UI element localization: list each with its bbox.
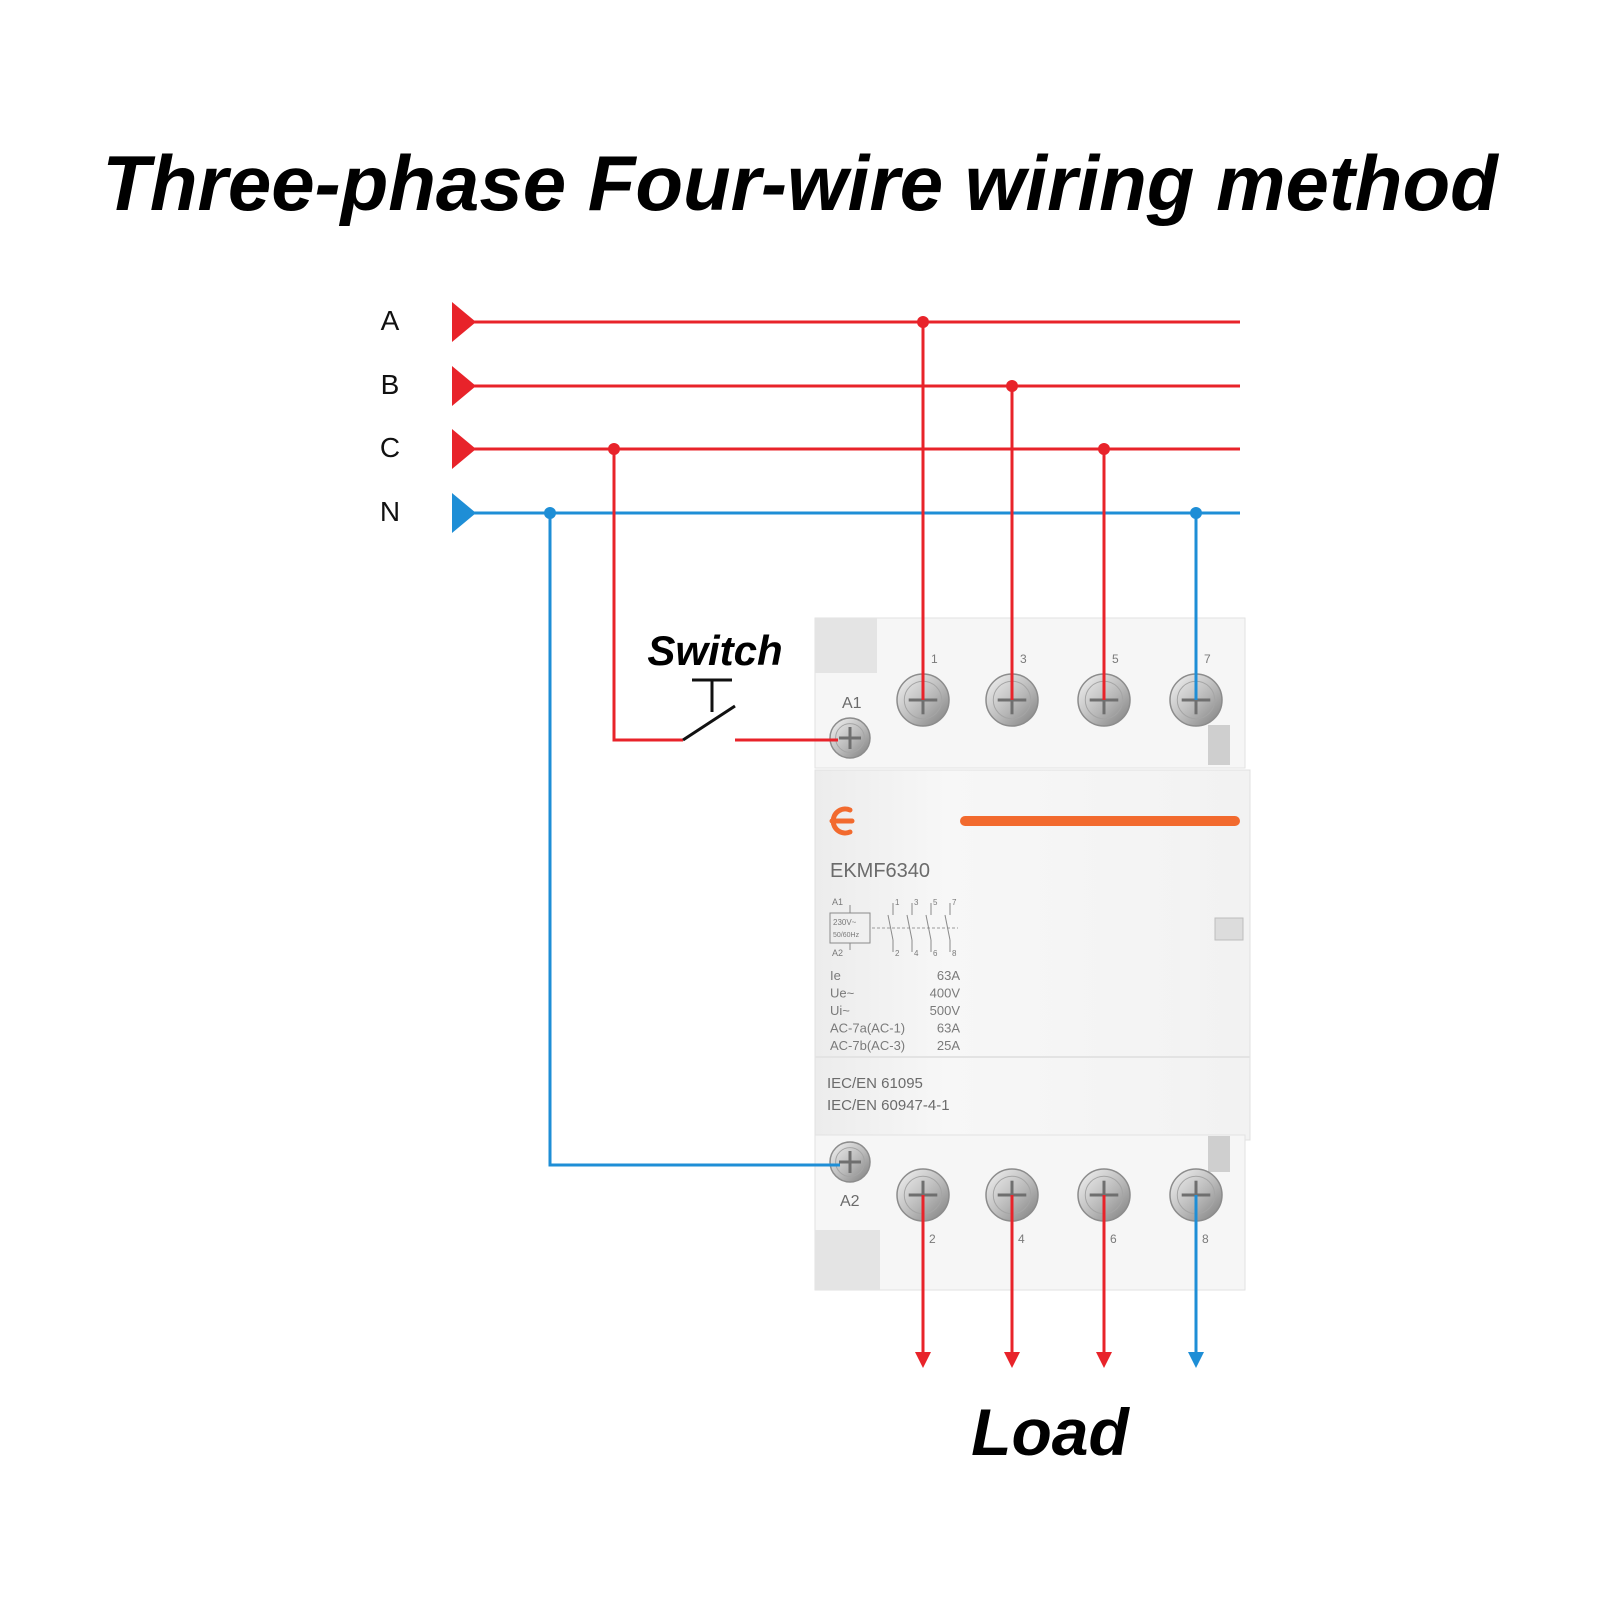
bottom-terminal-number: 8 bbox=[1202, 1232, 1209, 1246]
model-label: EKMF6340 bbox=[830, 860, 930, 882]
top-terminal-number: 1 bbox=[931, 652, 938, 666]
load-arrow-3 bbox=[1096, 1352, 1112, 1368]
spec-name: Ui~ bbox=[830, 1003, 850, 1018]
spec-value: 400V bbox=[930, 986, 961, 1001]
spec-table: Ie 63A Ue~ 400V Ui~ 500V AC-7a(AC-1) 63A AC-7b(A… bbox=[830, 968, 960, 1053]
junction-c bbox=[1098, 443, 1110, 455]
contactor-device: EKMF6340 A1 A2 230V~ 50/60Hz 1 3 5 7 2 4 6 8 Ie… bbox=[814, 617, 1251, 1291]
coil-terminal-a1-label: A1 bbox=[842, 695, 862, 712]
spec-name: AC-7a(AC-1) bbox=[830, 1021, 905, 1036]
bottom-terminal-number: 4 bbox=[1018, 1232, 1025, 1246]
schematic-a1: A1 bbox=[832, 897, 843, 907]
standard-1: IEC/EN 61095 bbox=[827, 1075, 923, 1092]
schematic-rating-voltage: 230V~ bbox=[833, 918, 857, 927]
junction-n-control bbox=[544, 507, 556, 519]
bottom-left-notch bbox=[815, 1230, 880, 1290]
coil-screw-a1 bbox=[829, 717, 871, 759]
bottom-right-slot bbox=[1208, 1136, 1230, 1172]
spec-value: 63A bbox=[937, 1021, 960, 1036]
phase-label-b: B bbox=[381, 369, 400, 400]
schematic-bottom-number: 6 bbox=[933, 949, 938, 958]
junction-a bbox=[917, 316, 929, 328]
phase-label-n: N bbox=[380, 496, 400, 527]
device-front-panel bbox=[814, 769, 1251, 1141]
indicator-bar bbox=[960, 816, 1240, 826]
spec-name: Ie bbox=[830, 968, 841, 983]
load-arrow-1 bbox=[915, 1352, 931, 1368]
phase-label-c: C bbox=[380, 432, 400, 463]
schematic-top-number: 1 bbox=[895, 898, 900, 907]
coil-screw-a2 bbox=[829, 1141, 871, 1183]
top-right-slot bbox=[1208, 725, 1230, 765]
phase-arrow-c bbox=[452, 429, 476, 469]
wire-n-to-a2 bbox=[548, 513, 840, 1167]
schematic-top-number: 3 bbox=[914, 898, 919, 907]
junction-c-control bbox=[608, 443, 620, 455]
schematic-a2: A2 bbox=[832, 948, 843, 958]
top-terminal-number: 7 bbox=[1204, 652, 1211, 666]
spec-value: 25A bbox=[937, 1038, 960, 1053]
top-left-notch bbox=[815, 618, 877, 673]
phase-arrow-n bbox=[452, 493, 476, 533]
push-button-switch: Switch bbox=[647, 627, 783, 742]
phase-label-a: A bbox=[381, 305, 400, 336]
top-terminal-number: 5 bbox=[1112, 652, 1119, 666]
diagram-title: Three-phase Four-wire wiring method bbox=[102, 139, 1499, 227]
schematic-top-number: 5 bbox=[933, 898, 938, 907]
phase-arrow-a bbox=[452, 302, 476, 342]
schematic-rating-frequency: 50/60Hz bbox=[833, 932, 860, 939]
status-window bbox=[1214, 917, 1244, 941]
switch-label: Switch bbox=[647, 627, 782, 674]
load-label: Load bbox=[971, 1395, 1130, 1469]
schematic-bottom-number: 2 bbox=[895, 949, 900, 958]
spec-name: AC-7b(AC-3) bbox=[830, 1038, 905, 1053]
spec-value: 500V bbox=[930, 1003, 961, 1018]
bottom-terminal-number: 6 bbox=[1110, 1232, 1117, 1246]
schematic-top-number: 7 bbox=[952, 898, 957, 907]
load-arrow-4 bbox=[1188, 1352, 1204, 1368]
schematic-bottom-number: 8 bbox=[952, 949, 957, 958]
schematic-bottom-number: 4 bbox=[914, 949, 919, 958]
spec-value: 63A bbox=[937, 968, 960, 983]
coil-terminal-a2-label: A2 bbox=[840, 1193, 860, 1210]
junction-n bbox=[1190, 507, 1202, 519]
contact-schematic: A1 A2 230V~ 50/60Hz 1 3 5 7 2 4 6 8 bbox=[829, 897, 958, 958]
wiring bbox=[452, 316, 1240, 1368]
spec-name: Ue~ bbox=[830, 986, 855, 1001]
e-logo-icon bbox=[829, 806, 855, 836]
phase-arrow-b bbox=[452, 366, 476, 406]
top-terminal-number: 3 bbox=[1020, 652, 1027, 666]
standard-2: IEC/EN 60947-4-1 bbox=[827, 1097, 950, 1114]
load-arrow-2 bbox=[1004, 1352, 1020, 1368]
wire-c-to-switch bbox=[612, 449, 683, 742]
junction-b bbox=[1006, 380, 1018, 392]
bottom-terminal-number: 2 bbox=[929, 1232, 936, 1246]
